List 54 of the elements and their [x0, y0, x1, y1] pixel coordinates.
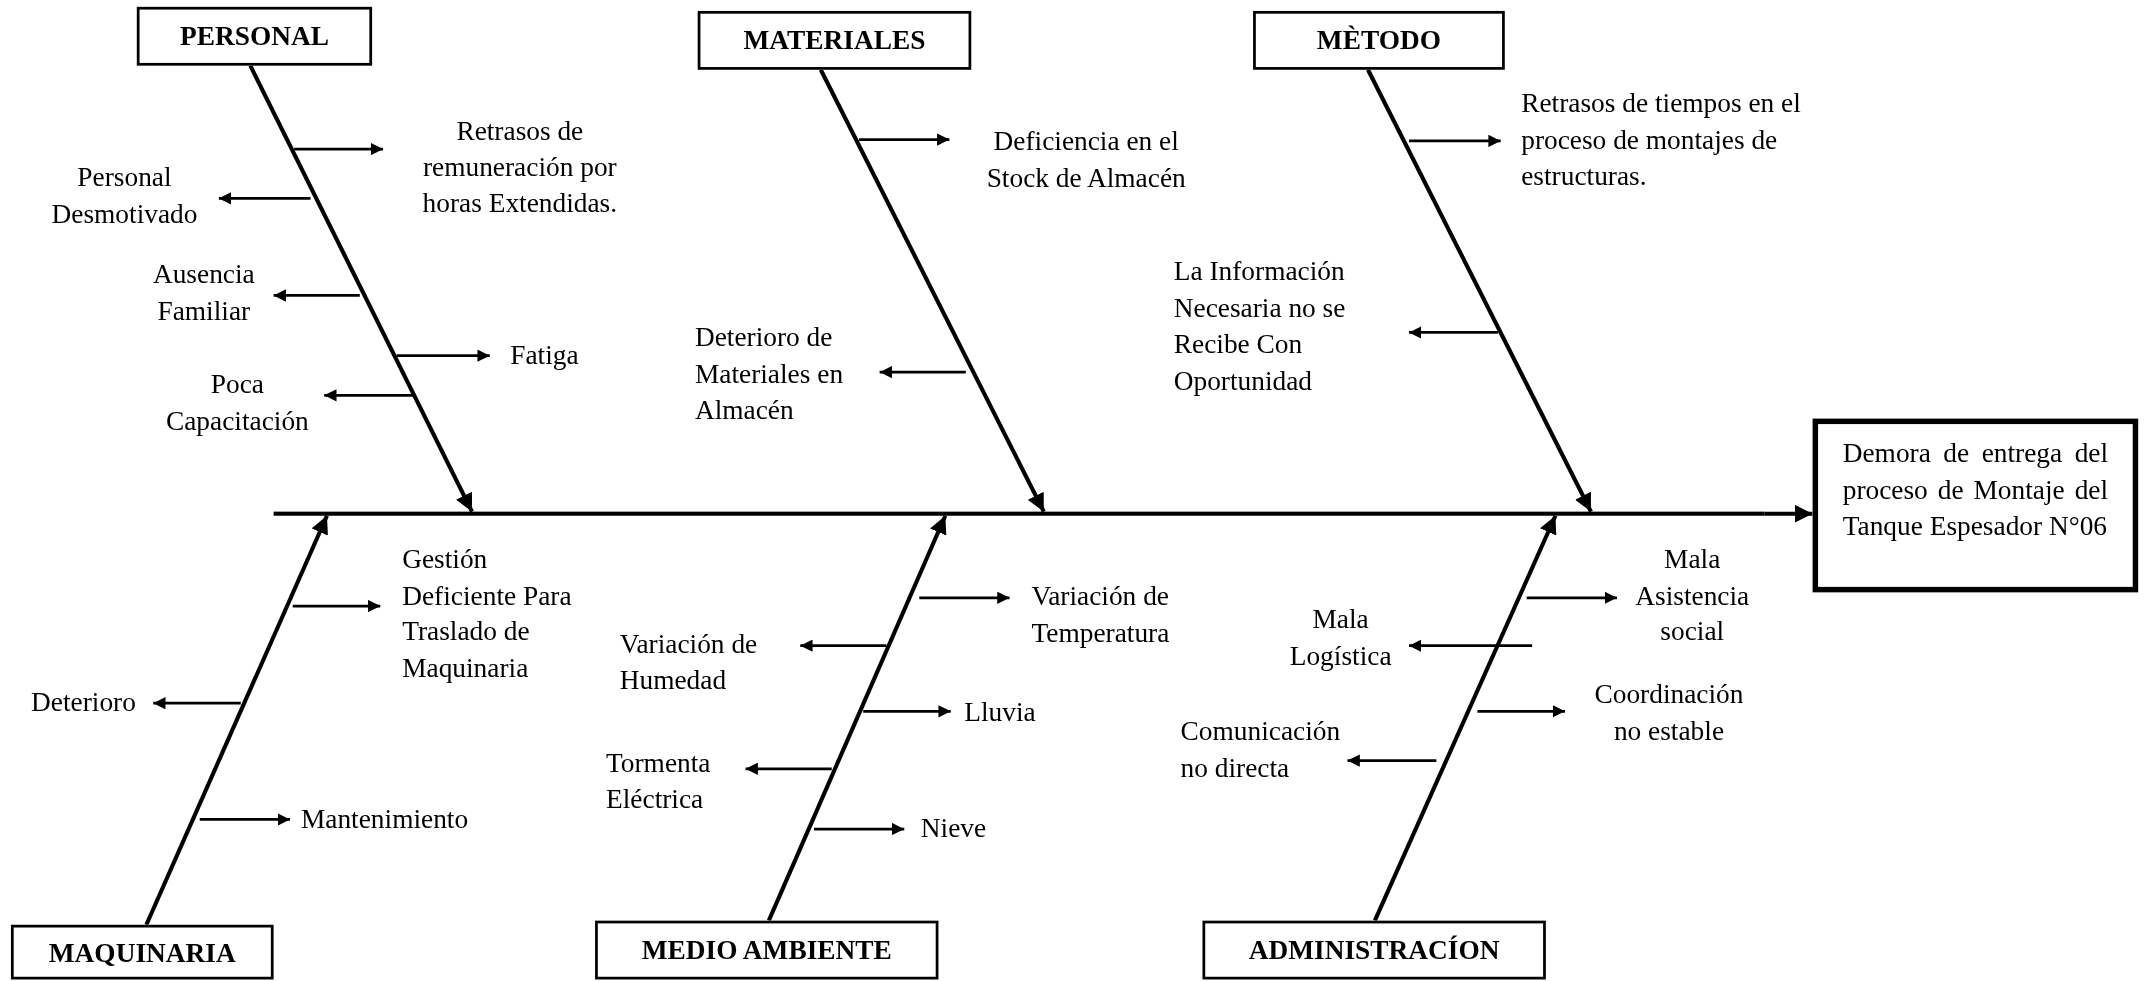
arrow	[273, 289, 360, 302]
category-box: ADMINISTRACÍON	[1202, 920, 1546, 980]
arrow	[396, 349, 490, 362]
cause-label: Retrasos de tiempos en el proceso de montajes de estructuras.	[1500, 84, 1836, 200]
cause-label: Mantenimiento	[290, 800, 523, 842]
arrow	[859, 133, 950, 146]
cause-label: Comunicación no directa	[1169, 712, 1348, 790]
category-box: MAQUINARIA	[10, 924, 274, 980]
arrow	[745, 762, 832, 775]
bone-arrow	[1372, 514, 1558, 922]
cause-label: Ausencia Familiar	[134, 255, 274, 333]
cause-label: Personal Desmotivado	[30, 158, 219, 236]
arrow	[1477, 705, 1565, 718]
arrow	[1409, 639, 1533, 652]
cause-label: Variación de Temperatura	[1009, 577, 1208, 654]
arrow	[1409, 134, 1501, 148]
cause-label: Lluvia	[950, 693, 1050, 735]
cause-label: Poca Capacitación	[150, 365, 325, 442]
arrow	[1347, 754, 1437, 767]
bone-arrow	[144, 514, 329, 926]
cause-label: La Información Necesaria no se Recibe Con Oportunidad	[1162, 253, 1410, 404]
cause-label: Deterioro de Materiales en Almacén	[684, 318, 880, 434]
category-box: PERSONAL	[136, 6, 373, 66]
arrow	[879, 365, 966, 379]
category-box: MATERIALES	[697, 10, 972, 70]
bone-arrow	[1366, 68, 1593, 513]
arrow	[1526, 591, 1617, 604]
arrow	[324, 389, 414, 402]
cause-label: Fatiga	[489, 336, 600, 378]
arrow	[218, 192, 311, 205]
arrow	[863, 705, 951, 718]
bone-arrow	[766, 514, 948, 922]
arrow	[199, 813, 290, 826]
arrow	[292, 599, 381, 613]
cause-label: Tormenta Eléctrica	[595, 744, 746, 821]
bone-arrow	[818, 68, 1046, 513]
cause-label: Mala Logística	[1272, 600, 1410, 678]
cause-label: Nieve	[904, 809, 1003, 851]
effect-box: Demora de entrega del proceso de Montaje del Tanque Espesador N°06	[1812, 418, 2139, 593]
category-box: MÈTODO	[1253, 10, 1505, 70]
cause-label: Deterioro	[13, 684, 154, 726]
cause-label: Coordinación no estable	[1565, 675, 1773, 753]
cause-label: Mala Asistencia social	[1617, 540, 1768, 656]
cause-label: Retrasos de remuneración por horas Extendidas.	[383, 112, 657, 263]
arrow	[153, 697, 241, 710]
arrow	[919, 591, 1010, 604]
bone-arrow	[1764, 504, 1813, 523]
arrow	[294, 142, 384, 156]
arrow	[800, 639, 887, 652]
category-box: MEDIO AMBIENTE	[595, 920, 939, 980]
arrow	[1409, 326, 1498, 339]
cause-label: Deficiencia en el Stock de Almacén	[949, 123, 1223, 200]
bone-arrow	[248, 64, 474, 513]
arrow	[813, 822, 905, 836]
